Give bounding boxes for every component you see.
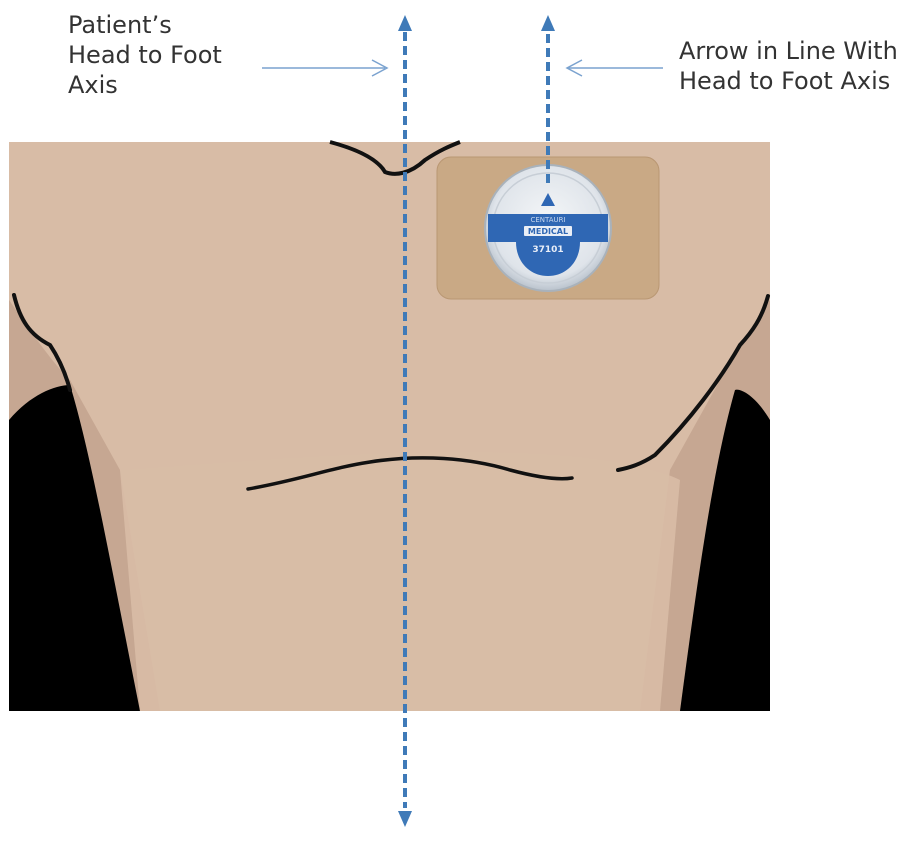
device-arrow-head-icon xyxy=(541,15,555,31)
device-model: 37101 xyxy=(532,245,563,255)
device-brand-line2: MEDICAL xyxy=(528,227,568,236)
device-arrow-label-line2: Head to Foot Axis xyxy=(679,66,898,96)
patient-axis-label-line3: Axis xyxy=(68,70,222,100)
patient-axis-label-line2: Head to Foot xyxy=(68,40,222,70)
axis-arrow-up-icon xyxy=(398,15,412,31)
patient-axis-label: Patient’s Head to Foot Axis xyxy=(68,10,222,100)
right-pointer-arrow xyxy=(567,60,663,76)
sensor-device: CENTAURI MEDICAL 37101 xyxy=(485,165,611,291)
device-arrow-label-line1: Arrow in Line With xyxy=(679,36,898,66)
left-pointer-arrow xyxy=(262,60,387,76)
chest-area xyxy=(120,452,680,711)
device-arrow-label: Arrow in Line With Head to Foot Axis xyxy=(679,36,898,96)
patient-axis-label-line1: Patient’s xyxy=(68,10,222,40)
device-brand-line1: CENTAURI xyxy=(530,216,565,224)
axis-arrow-down-icon xyxy=(398,811,412,827)
